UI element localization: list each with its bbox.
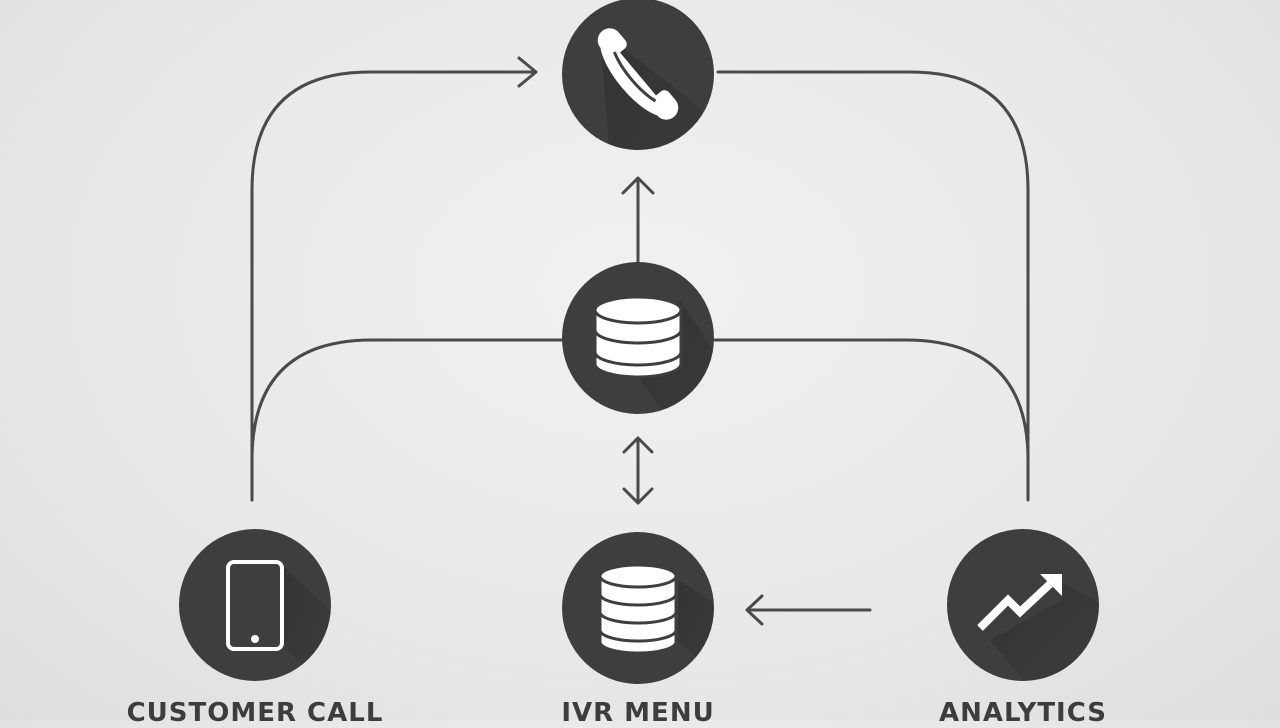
connector-db-to-analytics bbox=[713, 338, 1030, 462]
database-icon bbox=[593, 295, 683, 379]
arrowhead-down-ivr bbox=[622, 487, 654, 505]
connector-customer-to-phone bbox=[250, 70, 537, 502]
node-ivr-menu bbox=[562, 532, 714, 684]
node-analytics bbox=[947, 529, 1099, 681]
arrowhead-up-db bbox=[622, 436, 654, 454]
trend-up-arrow-icon bbox=[977, 574, 1062, 631]
smartphone-icon bbox=[226, 560, 284, 651]
connector-phone-to-analytics bbox=[716, 70, 1030, 502]
node-phone bbox=[562, 0, 714, 150]
arrowhead-up-to-phone bbox=[621, 176, 655, 195]
node-customer-call bbox=[179, 529, 331, 681]
database-stack-icon bbox=[598, 563, 678, 655]
customer-call-label: CUSTOMER CALL bbox=[126, 698, 384, 728]
arrowhead-to-phone bbox=[517, 56, 538, 88]
connectors bbox=[250, 56, 1030, 626]
node-database bbox=[562, 262, 714, 414]
ivr-menu-label: IVR MENU bbox=[561, 698, 715, 728]
connector-customer-to-db bbox=[250, 338, 564, 502]
phone-handset-icon bbox=[597, 28, 679, 120]
arrowhead-to-ivr bbox=[745, 594, 764, 626]
analytics-label: ANALYTICS bbox=[938, 698, 1108, 728]
